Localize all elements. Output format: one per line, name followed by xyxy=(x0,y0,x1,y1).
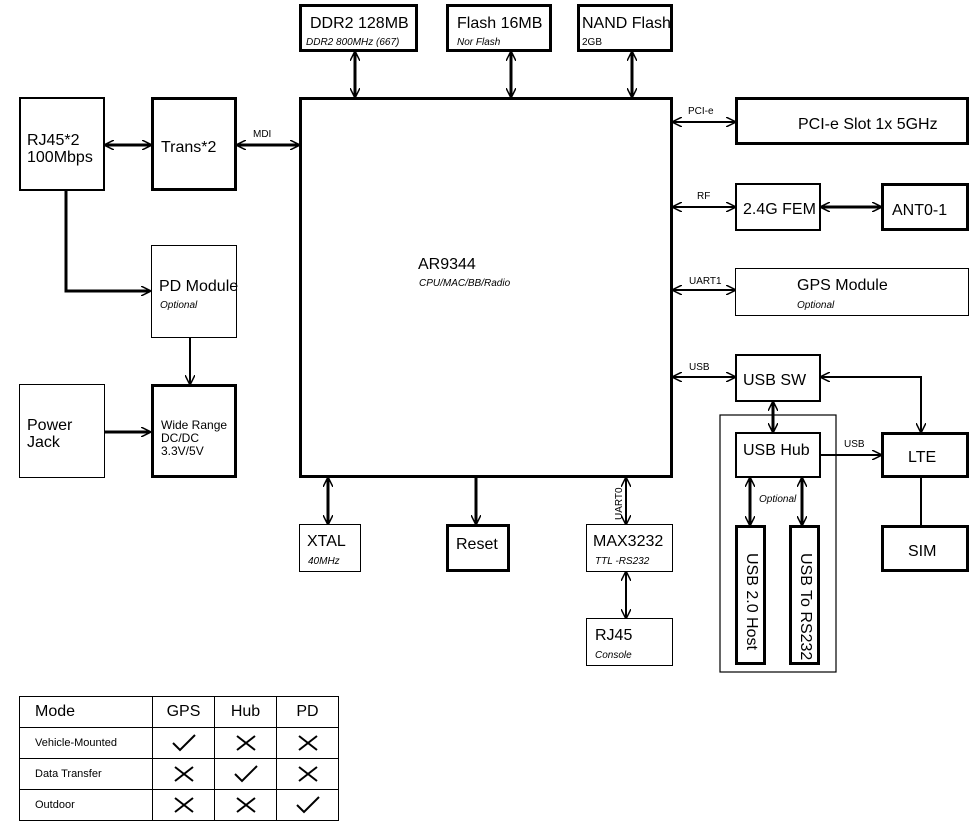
max-sub: TTL -RS232 xyxy=(595,556,650,567)
pcie-block: PCI-e Slot 1x 5GHz xyxy=(735,97,969,145)
rj45-pd-link xyxy=(64,191,150,291)
gps-block: GPS Module Optional xyxy=(735,268,969,316)
uart1-label: UART1 xyxy=(689,276,722,287)
reset-block: Reset xyxy=(446,524,510,572)
xtal-block: XTAL 40MHz xyxy=(299,524,361,572)
pd-block: PD Module Optional xyxy=(151,245,239,338)
row-mode-label: Vehicle-Mounted xyxy=(19,727,153,759)
fem-title: 2.4G FEM xyxy=(743,201,816,218)
check-icon xyxy=(233,765,258,783)
header-pd: PD xyxy=(276,696,339,728)
rj45c-block: RJ45 Console xyxy=(586,618,673,666)
sim-title: SIM xyxy=(908,543,937,560)
usb-label: USB xyxy=(689,362,710,373)
rj45c-title: RJ45 xyxy=(595,627,633,644)
pcie-title: PCI-e Slot 1x 5GHz xyxy=(798,116,938,133)
cross-icon xyxy=(173,766,194,782)
power-block: Power Jack xyxy=(19,384,105,478)
table-row: Vehicle-Mounted xyxy=(19,727,339,759)
usbrs-block: USB To RS232 xyxy=(789,525,820,665)
fem-block: 2.4G FEM xyxy=(735,183,821,231)
mark-cell xyxy=(276,727,339,759)
usbhost-block: USB 2.0 Host xyxy=(735,525,766,665)
header-mode: Mode xyxy=(19,696,153,728)
nand-sub: 2GB xyxy=(582,37,603,48)
cpu-block: AR9344 CPU/MAC/BB/Radio xyxy=(299,97,673,478)
ant-block: ANT0-1 xyxy=(881,183,969,231)
xtal-sub: 40MHz xyxy=(308,556,340,567)
rj45x2-title: RJ45*2 100Mbps xyxy=(27,132,93,166)
cpu-title: AR9344 xyxy=(418,256,476,273)
rj45c-sub: Console xyxy=(595,650,632,661)
mark-cell xyxy=(152,727,215,759)
row-mode-label: Data Transfer xyxy=(19,758,153,790)
hub-optional-label: Optional xyxy=(759,494,797,505)
max-title: MAX3232 xyxy=(593,533,664,550)
dcdc-block: Wide Range DC/DC 3.3V/5V xyxy=(151,384,237,478)
header-hub: Hub xyxy=(214,696,277,728)
flash-title: Flash 16MB xyxy=(457,15,543,32)
nand-title: NAND Flash xyxy=(582,15,671,32)
mode-table-header: Mode GPS Hub PD xyxy=(19,696,339,728)
usbhub-title: USB Hub xyxy=(743,442,810,459)
pd-sub: Optional xyxy=(160,300,198,311)
usbsw-block: USB SW xyxy=(735,354,821,402)
header-gps: GPS xyxy=(152,696,215,728)
dcdc-title: Wide Range DC/DC 3.3V/5V xyxy=(161,418,228,458)
usb2-label: USB xyxy=(844,439,865,450)
usbsw-title: USB SW xyxy=(743,372,807,389)
cpu-sub: CPU/MAC/BB/Radio xyxy=(419,278,511,289)
usbsw-lte-link xyxy=(821,377,921,432)
flash-block: Flash 16MB Nor Flash xyxy=(446,4,552,52)
usbrs-title: USB To RS232 xyxy=(797,553,814,661)
pcie-label: PCI-e xyxy=(688,106,714,117)
max-block: MAX3232 TTL -RS232 xyxy=(586,524,673,572)
row-mode-label: Outdoor xyxy=(19,789,153,821)
rf-label: RF xyxy=(697,191,711,202)
gps-title: GPS Module xyxy=(797,277,888,294)
uart0-label: UART0 xyxy=(614,487,625,520)
cross-icon xyxy=(173,797,194,813)
mark-cell xyxy=(152,789,215,821)
cross-icon xyxy=(235,797,256,813)
trans-title: Trans*2 xyxy=(161,139,217,156)
mark-cell xyxy=(276,758,339,790)
cross-icon xyxy=(297,766,318,782)
nand-block: NAND Flash 2GB xyxy=(577,4,673,52)
flash-sub: Nor Flash xyxy=(457,37,501,48)
mark-cell xyxy=(276,789,339,821)
lte-block: LTE xyxy=(881,432,969,478)
table-row: Data Transfer xyxy=(19,758,339,790)
ddr2-title: DDR2 128MB xyxy=(310,15,409,32)
ddr2-sub: DDR2 800MHz (667) xyxy=(306,37,400,48)
trans-block: Trans*2 xyxy=(151,97,237,191)
ddr2-block: DDR2 128MB DDR2 800MHz (667) xyxy=(299,4,418,52)
pd-title: PD Module xyxy=(159,278,239,295)
mode-table: Mode GPS Hub PD Vehicle-Mounted Data Tra… xyxy=(19,696,339,821)
mark-cell xyxy=(214,727,277,759)
usbhost-title: USB 2.0 Host xyxy=(743,553,760,650)
xtal-title: XTAL xyxy=(307,533,346,550)
lte-title: LTE xyxy=(908,449,937,466)
mdi-label: MDI xyxy=(253,129,272,140)
cross-icon xyxy=(235,735,256,751)
mark-cell xyxy=(214,789,277,821)
usb-optional-group xyxy=(719,414,837,673)
ant-title: ANT0-1 xyxy=(892,202,948,219)
check-icon xyxy=(171,734,196,752)
mark-cell xyxy=(214,758,277,790)
check-icon xyxy=(295,796,320,814)
mark-cell xyxy=(152,758,215,790)
usbhub-block: USB Hub xyxy=(735,432,821,478)
table-row: Outdoor xyxy=(19,789,339,821)
rj45x2-block: RJ45*2 100Mbps xyxy=(19,97,105,191)
sim-block: SIM xyxy=(881,525,969,572)
reset-title: Reset xyxy=(456,536,498,553)
gps-sub: Optional xyxy=(797,300,835,311)
cross-icon xyxy=(297,735,318,751)
power-title: Power Jack xyxy=(27,417,73,451)
